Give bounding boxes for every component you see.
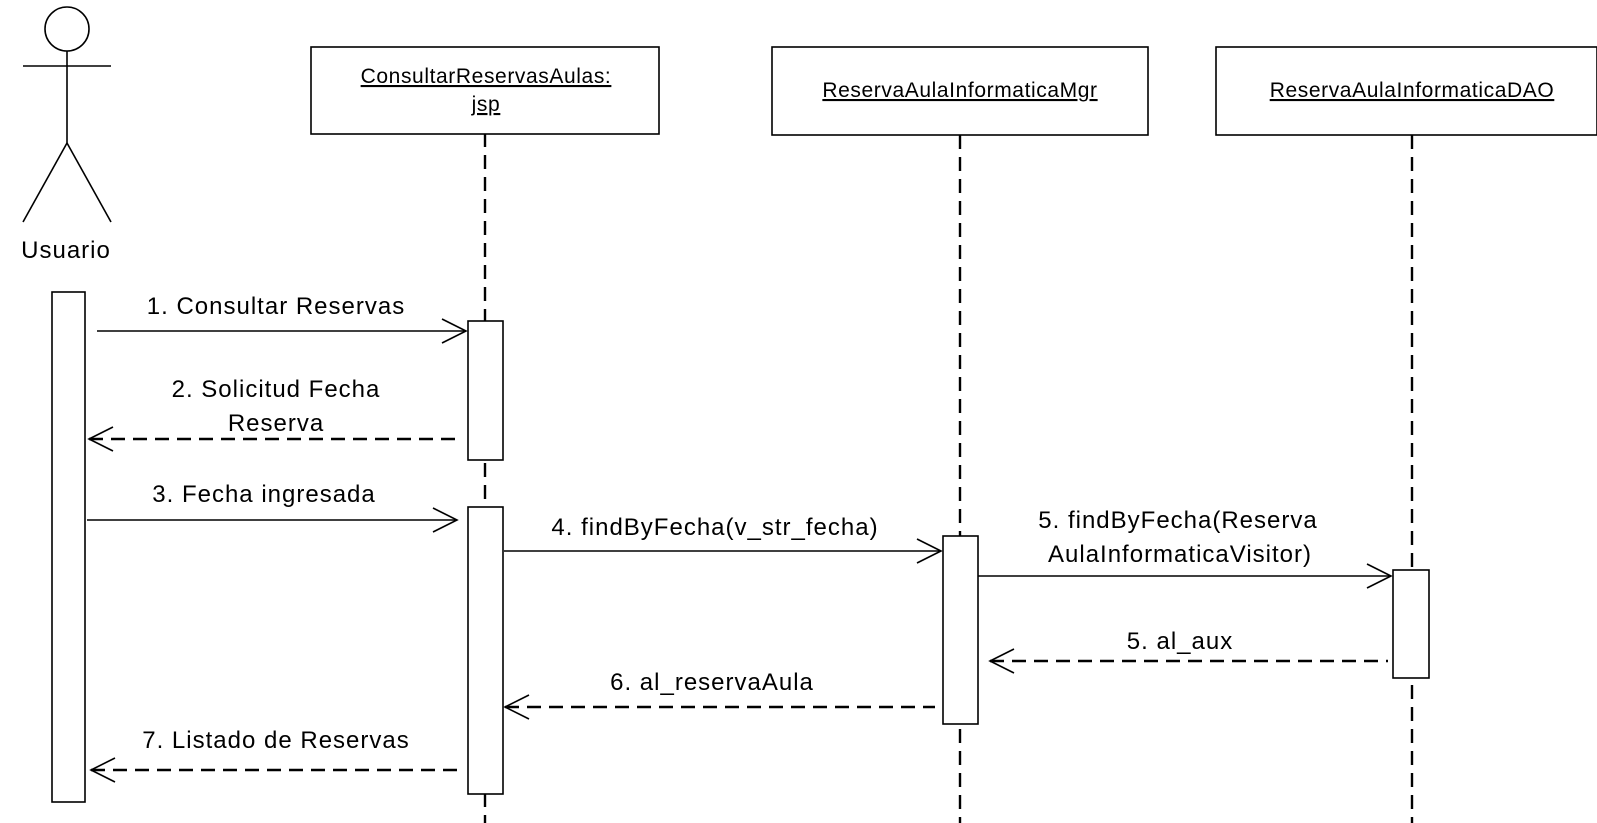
message-label: 5. al_aux <box>1127 628 1233 655</box>
message-label-line-1: 5. findByFecha(Reserva <box>1038 507 1317 534</box>
message-label-line-1: 2. Solicitud Fecha <box>172 376 381 403</box>
participant-box <box>1215 46 1597 136</box>
participant-label: ReservaAulaInformaticaMgr <box>822 79 1097 102</box>
message-4: 4. findByFecha(v_str_fecha) <box>504 514 943 564</box>
arrow-right-icon <box>1366 563 1393 589</box>
message-label: 1. Consultar Reservas <box>147 293 405 320</box>
message-2: 2. Solicitud Fecha Reserva <box>87 376 458 452</box>
actor-name: Usuario <box>21 237 111 264</box>
arrow-right-icon <box>432 507 459 533</box>
arrow-right-icon <box>441 318 468 344</box>
activation-usuario <box>51 291 86 803</box>
message-label: 6. al_reservaAula <box>610 669 814 696</box>
message-label: 7. Listado de Reservas <box>142 727 409 754</box>
participant-label-line-1: ConsultarReservasAulas: <box>361 65 612 88</box>
message-label-line-2: AulaInformaticaVisitor) <box>1048 541 1312 568</box>
arrow-left-icon <box>89 757 116 783</box>
arrow-left-icon <box>87 426 114 452</box>
message-label: 3. Fecha ingresada <box>152 481 375 508</box>
activation-jsp-2 <box>467 506 504 795</box>
message-label-line-2: Reserva <box>228 410 324 437</box>
participant-box <box>771 46 1149 136</box>
actor-right-leg <box>66 142 112 223</box>
message-5-return: 5. al_aux <box>988 628 1388 674</box>
activation-jsp-1 <box>467 320 504 461</box>
arrow-left-icon <box>988 648 1015 674</box>
actor-left-leg <box>22 142 68 223</box>
participant-reserva-aula-informatica-dao: ReservaAulaInformaticaDAO <box>1215 46 1597 136</box>
activation-dao <box>1392 569 1430 679</box>
message-6: 6. al_reservaAula <box>503 669 935 720</box>
participant-reserva-aula-informatica-mgr: ReservaAulaInformaticaMgr <box>771 46 1149 136</box>
message-5-call: 5. findByFecha(Reserva AulaInformaticaVi… <box>978 507 1393 589</box>
activation-mgr <box>942 535 979 725</box>
participant-label: ReservaAulaInformaticaDAO <box>1270 79 1555 102</box>
participant-consultar-reservas-aulas: ConsultarReservasAulas: jsp <box>310 46 660 135</box>
arrow-left-icon <box>503 694 530 720</box>
actor-head <box>44 6 90 52</box>
participant-box <box>310 46 660 135</box>
actor-usuario: Usuario <box>21 6 112 264</box>
participant-label-line-2: jsp <box>471 93 501 116</box>
message-7: 7. Listado de Reservas <box>89 727 462 783</box>
message-3: 3. Fecha ingresada <box>87 481 459 533</box>
message-label: 4. findByFecha(v_str_fecha) <box>551 514 878 541</box>
arrow-right-icon <box>916 538 943 564</box>
message-1: 1. Consultar Reservas <box>97 293 468 344</box>
